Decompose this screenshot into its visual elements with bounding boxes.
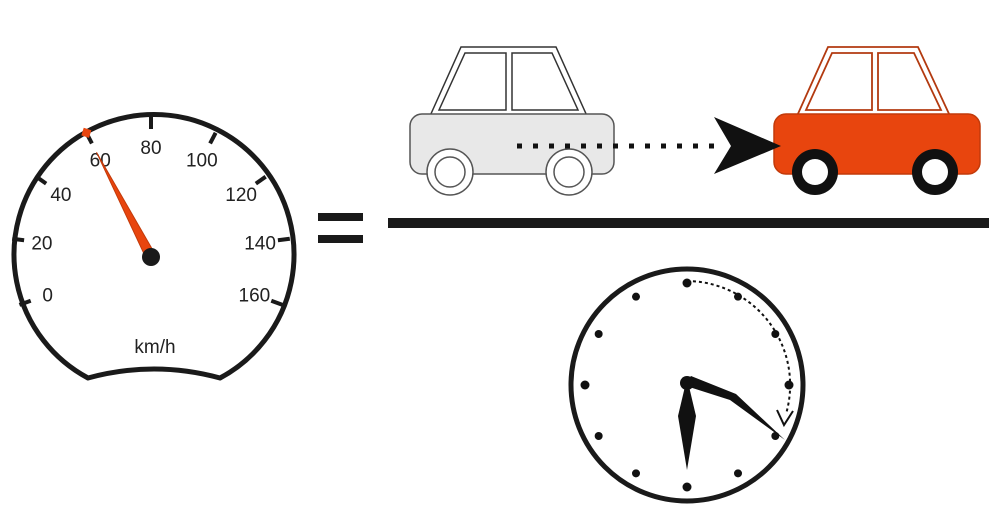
clock-hour-mark [682, 482, 692, 492]
speedometer-scale-label: 20 [31, 234, 52, 255]
clock-elapsed-arc-arrowhead [776, 409, 794, 428]
clock-hour-mark [632, 292, 640, 301]
end-car-rear-window [877, 52, 943, 111]
clock-minute-hand [683, 376, 785, 440]
speedometer-scale-label: 100 [186, 150, 218, 171]
speedometer-tick [254, 175, 267, 186]
clock [568, 266, 806, 504]
speedometer-scale-label: 80 [140, 138, 161, 159]
speedometer-tick [18, 298, 32, 307]
start-car-rear-window [511, 52, 580, 111]
speedometer-scale-label: 140 [244, 234, 276, 255]
equals-sign-top-bar [318, 213, 363, 221]
end-car-front-window [804, 52, 873, 111]
clock-hour-mark [580, 380, 590, 390]
speedometer-scale-label: 160 [239, 286, 271, 307]
clock-center-pin [680, 376, 694, 390]
clock-hour-mark [734, 292, 742, 301]
clock-hour-mark [771, 330, 780, 338]
start-car-rear-hubcap [434, 156, 466, 188]
clock-hour-mark [594, 432, 603, 440]
motion-arrow [517, 117, 781, 174]
start-car-front-window [437, 52, 507, 111]
motion-arrow-head [714, 117, 781, 174]
speedometer-tick [208, 131, 218, 145]
fraction-bar [388, 218, 989, 228]
equals-sign-bottom-bar [318, 235, 363, 243]
clock-hour-mark [594, 330, 603, 338]
end-car-front-hubcap [922, 159, 948, 185]
end-car-rear-hubcap [802, 159, 828, 185]
clock-elapsed-arc [686, 280, 792, 415]
clock-hour-mark [734, 469, 742, 478]
speedometer-unit-label: km/h [134, 337, 175, 358]
speedometer-scale-label: 0 [42, 286, 53, 307]
speedometer-tick [35, 175, 48, 186]
clock-hour-mark [784, 380, 794, 390]
speedometer-needle-hub [142, 248, 160, 266]
equals-sign [318, 213, 363, 243]
speedometer-tick [277, 236, 291, 243]
speedometer-dial-face [11, 112, 297, 381]
start-car [409, 46, 615, 196]
speedometer-reading-marker [81, 127, 92, 138]
end-car [773, 46, 981, 195]
clock-hour-mark [682, 278, 692, 288]
speedometer-scale-labels: 020406080100120140160 [31, 127, 276, 307]
clock-hour-mark [632, 469, 640, 478]
speedometer-ticks [11, 117, 291, 307]
speedometer-scale-label: 40 [50, 185, 71, 206]
speedometer: 020406080100120140160 km/h [11, 112, 297, 381]
clock-hour-hand [678, 378, 696, 470]
speedometer-tick [270, 298, 284, 307]
speedometer-scale-label: 120 [225, 185, 257, 206]
clock-hour-mark [771, 432, 780, 440]
start-car-front-hubcap [553, 156, 585, 188]
speedometer-tick [11, 236, 25, 243]
